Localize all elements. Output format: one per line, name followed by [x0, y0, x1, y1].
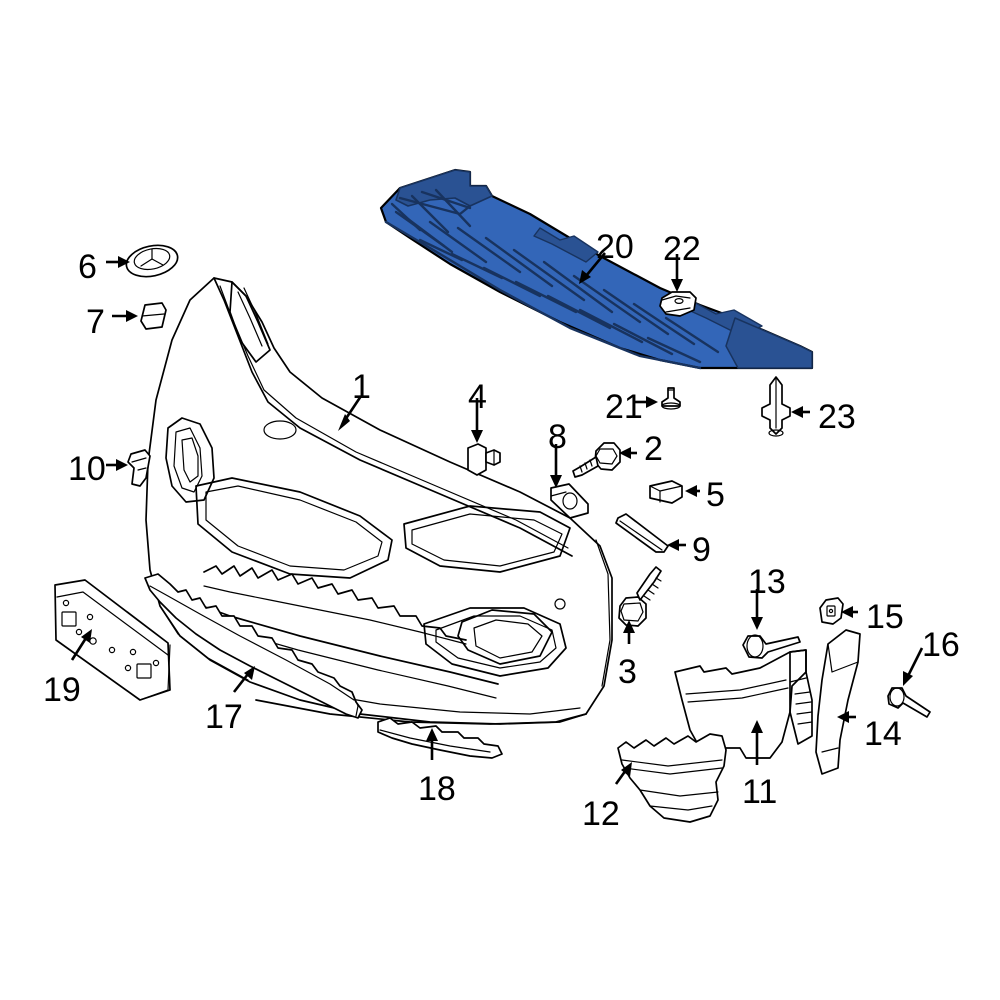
callout-label-3[interactable]: 3 [618, 653, 637, 691]
callout-label-1[interactable]: 1 [352, 368, 371, 406]
part-17-lower-grille-surround-molding[interactable] [144, 573, 363, 719]
callout-label-21[interactable]: 21 [605, 388, 643, 426]
part-3-pan-head-tapping-screw[interactable] [618, 566, 662, 627]
callout-label-2[interactable]: 2 [644, 430, 663, 468]
callout-label-12[interactable]: 12 [582, 795, 620, 833]
callout-label-15[interactable]: 15 [866, 598, 904, 636]
callout-label-19[interactable]: 19 [43, 671, 81, 709]
callout-label-22[interactable]: 22 [663, 230, 701, 268]
part-9-trim-molding-strip[interactable] [615, 513, 669, 553]
part-16-push-pin-rivet[interactable] [887, 687, 931, 718]
callout-label-13[interactable]: 13 [748, 563, 786, 601]
part-14-curved-filler-trim[interactable] [815, 629, 861, 775]
callout-label-23[interactable]: 23 [818, 398, 856, 436]
part-5-spacer-block[interactable] [649, 480, 683, 504]
part-20-lower-deflector-shield[interactable] [379, 168, 814, 370]
part-18-lower-spoiler-trim[interactable] [377, 717, 503, 759]
part-8-side-bracket[interactable] [550, 483, 589, 519]
callout-label-18[interactable]: 18 [418, 770, 456, 808]
part-12-inner-air-duct-right[interactable] [617, 733, 727, 823]
part-1-front-bumper-cover[interactable] [145, 277, 613, 725]
leader-lines [70, 252, 924, 785]
callout-label-17[interactable]: 17 [205, 698, 243, 736]
callout-label-5[interactable]: 5 [706, 476, 725, 514]
part-7-clip-bracket[interactable] [140, 302, 167, 330]
part-23-expanding-rivet-long[interactable] [761, 376, 791, 437]
callout-label-11[interactable]: 11 [742, 773, 778, 811]
callout-label-6[interactable]: 6 [78, 248, 97, 286]
part-10-side-retainer-clip[interactable] [127, 449, 151, 487]
callout-label-4[interactable]: 4 [468, 378, 487, 416]
callout-label-7[interactable]: 7 [86, 303, 105, 341]
part-2-hex-head-screw[interactable] [572, 442, 621, 478]
callout-label-16[interactable]: 16 [922, 626, 960, 664]
callout-label-8[interactable]: 8 [548, 418, 567, 456]
callout-label-14[interactable]: 14 [864, 715, 902, 753]
part-21-plastic-push-rivet[interactable] [661, 387, 681, 410]
part-6-star-emblem[interactable] [123, 241, 180, 281]
part-4-parking-sensor-retainer[interactable] [467, 443, 501, 476]
part-13-expansion-rivet[interactable] [742, 634, 801, 659]
part-22-spring-clip-nut[interactable] [659, 291, 697, 317]
callout-label-9[interactable]: 9 [692, 531, 711, 569]
part-15-sheet-metal-nut[interactable] [819, 597, 844, 625]
callout-label-20[interactable]: 20 [596, 228, 634, 266]
part-19-license-plate-bracket[interactable] [54, 579, 171, 701]
callout-label-10[interactable]: 10 [68, 450, 106, 488]
